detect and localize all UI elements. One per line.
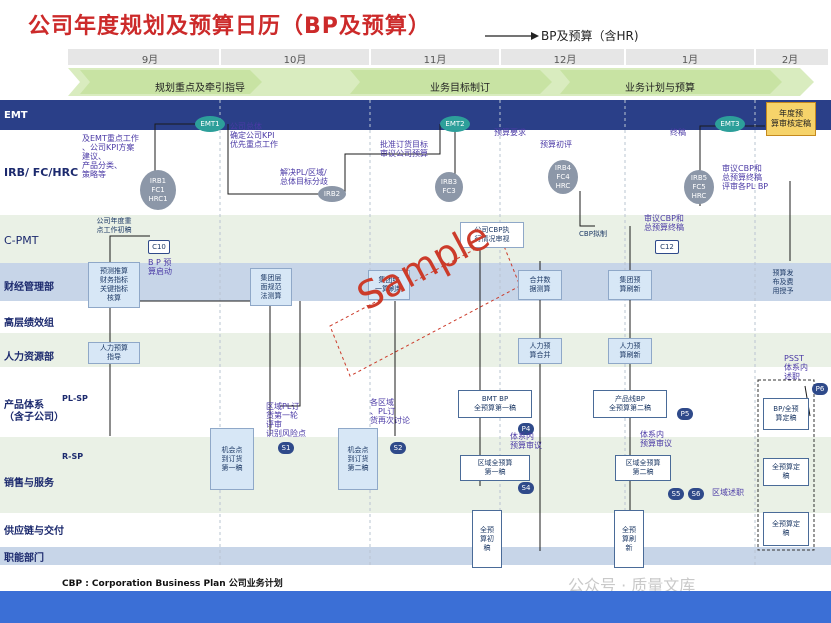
irb5-node: IRB5 FC5 HRC bbox=[684, 170, 714, 204]
bottom-bar bbox=[0, 591, 831, 623]
lane-rsp: R-SP bbox=[62, 452, 84, 461]
note-approve: 批准订货目标 审议公司预算 bbox=[380, 140, 428, 158]
watermark: 公众号 · 质量文库 bbox=[568, 576, 696, 595]
box-all-init: 全预 算初 稿 bbox=[472, 510, 502, 568]
lane-finance: 财经管理部 bbox=[4, 282, 54, 293]
box-order-2: 机会点 到订货 第二稿 bbox=[338, 428, 378, 490]
box-all-refresh: 全预 算刷 新 bbox=[614, 510, 644, 568]
box-group-method: 集团层 面规范 法测算 bbox=[250, 268, 292, 306]
box-order-1: 机会点 到订货 第一稿 bbox=[210, 428, 254, 490]
lane-sales: 销售与服务 bbox=[4, 478, 54, 489]
box-hr-budget: 人力预算 指导 bbox=[88, 342, 140, 364]
lane-irb: IRB/ FC/HRC bbox=[4, 166, 79, 179]
lane-perf: 高层绩效组 bbox=[4, 318, 54, 329]
box-product-bp: 产品线BP 全预算第二稿 bbox=[593, 390, 667, 418]
lane-product: 产品体系 （含子公司） bbox=[4, 400, 64, 423]
note-emt-items: 及EMT重点工作 、公司KPI方案 建议、 产品分类、 策略等 bbox=[82, 134, 139, 179]
month-label: 10月 bbox=[283, 55, 307, 66]
box-region-2: 区域全预算 第二稿 bbox=[615, 455, 671, 481]
note-psst: PSST 体系内 述职 bbox=[784, 354, 808, 381]
p5-tag: P5 bbox=[677, 408, 693, 420]
note-cbp-final: 审议CBP和 总预算终稿 bbox=[644, 214, 684, 232]
lane-hr: 人力资源部 bbox=[4, 352, 54, 363]
box-merge: 合并数 据测算 bbox=[518, 270, 562, 300]
phase-label: 规划重点及牵引指导 bbox=[155, 83, 245, 94]
box-hr-merge: 人力预 算合并 bbox=[518, 338, 562, 364]
note-kpi: 公司总体 确定公司KPI 优先重点工作 bbox=[230, 122, 278, 149]
c10-tag: C10 bbox=[148, 240, 170, 254]
s5-tag: S5 bbox=[668, 488, 684, 500]
note-internal-review-1: 体系内 预算审议 bbox=[510, 432, 542, 450]
box-cbp-review: 公司CBP执 行情况审视 bbox=[460, 222, 524, 248]
legend-arrow-icon bbox=[485, 32, 539, 40]
phase-label: 业务计划与预算 bbox=[625, 83, 695, 94]
box-cbp-draft: CBP拟制 bbox=[579, 229, 607, 238]
irb4-node: IRB4 FC4 HRC bbox=[548, 160, 578, 194]
process-diagram bbox=[0, 49, 831, 565]
lane-emt: EMT bbox=[4, 110, 28, 121]
lane-plsp: PL-SP bbox=[62, 394, 88, 403]
note-internal-review-2: 体系内 预算审议 bbox=[640, 430, 672, 448]
month-label: 9月 bbox=[141, 55, 159, 66]
box-all-final: 全预算定 稿 bbox=[763, 458, 809, 486]
irb2-node: IRB2 bbox=[318, 186, 346, 202]
page-title: 公司年度规划及预算日历（BP及预算） bbox=[28, 14, 431, 39]
c12-tag: C12 bbox=[655, 240, 679, 254]
month-label: 12月 bbox=[553, 55, 577, 66]
emt1-node: EMT1 bbox=[195, 116, 225, 132]
phase-label: 业务目标制订 bbox=[430, 83, 490, 94]
box-bp-final: BP/全预 算定稿 bbox=[763, 398, 809, 430]
legend-label: BP及预算（含HR) bbox=[541, 29, 639, 43]
month-label: 2月 bbox=[781, 55, 799, 66]
emt3-node: EMT3 bbox=[715, 116, 745, 132]
box-finance-forecast: 预测推算 财务指标 关键指标 核算 bbox=[88, 262, 140, 308]
note-first-review: 区域PL订 货第一轮 评审 识别风险点 bbox=[266, 402, 306, 438]
note-discuss: 各区域 、PL订 货再次讨论 bbox=[370, 398, 410, 425]
irb3-node: IRB3 FC3 bbox=[435, 172, 463, 202]
note-resolve: 解决PL/区域/ 总体目标分歧 bbox=[280, 168, 328, 186]
lane-func: 职能部门 bbox=[4, 553, 44, 564]
irb1-node: IRB1 FC1 HRC1 bbox=[140, 170, 176, 210]
note-final: 终稿 bbox=[670, 128, 686, 137]
s1-tag: S1 bbox=[278, 442, 294, 454]
s4-tag: S4 bbox=[518, 482, 534, 494]
final-budget-box: 年度预 算审核定稿 bbox=[766, 102, 816, 136]
s6-tag: S6 bbox=[688, 488, 704, 500]
box-budget-release: 预算发 布及费 用授予 bbox=[772, 268, 794, 295]
month-label: 11月 bbox=[423, 55, 447, 66]
note-region-report: 区域述职 bbox=[712, 488, 744, 497]
box-all-final-2: 全预算定 稿 bbox=[763, 512, 809, 546]
note-initial-review: 预算初评 bbox=[540, 140, 572, 149]
emt2-node: EMT2 bbox=[440, 116, 470, 132]
s2-tag: S2 bbox=[390, 442, 406, 454]
lane-supply: 供应链与交付 bbox=[4, 526, 64, 537]
month-label: 1月 bbox=[681, 55, 699, 66]
box-bmt-bp: BMT BP 全预算第一稿 bbox=[458, 390, 532, 418]
note-budget-req: 预算要求 bbox=[494, 128, 526, 137]
box-region-1: 区域全预算 第一稿 bbox=[460, 455, 530, 481]
p4-tag: P4 bbox=[518, 423, 534, 435]
footer-definition: CBP : Corporation Business Plan 公司业务计划 bbox=[62, 579, 283, 589]
box-group-order: 集团统 一算刷新 bbox=[368, 270, 410, 300]
note-cbp-review: 审议CBP和 总预算终稿 评审各PL BP bbox=[722, 164, 769, 191]
box-group-refresh: 集团预 算刷新 bbox=[608, 270, 652, 300]
p6-tag: P6 bbox=[812, 383, 828, 395]
box-hr-refresh: 人力预 算刷新 bbox=[608, 338, 652, 364]
note-bp-start: B P 预 算启动 bbox=[148, 258, 172, 276]
box-cpmt-focus: 公司年度重 点工作初稿 bbox=[96, 217, 132, 234]
lane-cpmt: C-PMT bbox=[4, 234, 39, 247]
